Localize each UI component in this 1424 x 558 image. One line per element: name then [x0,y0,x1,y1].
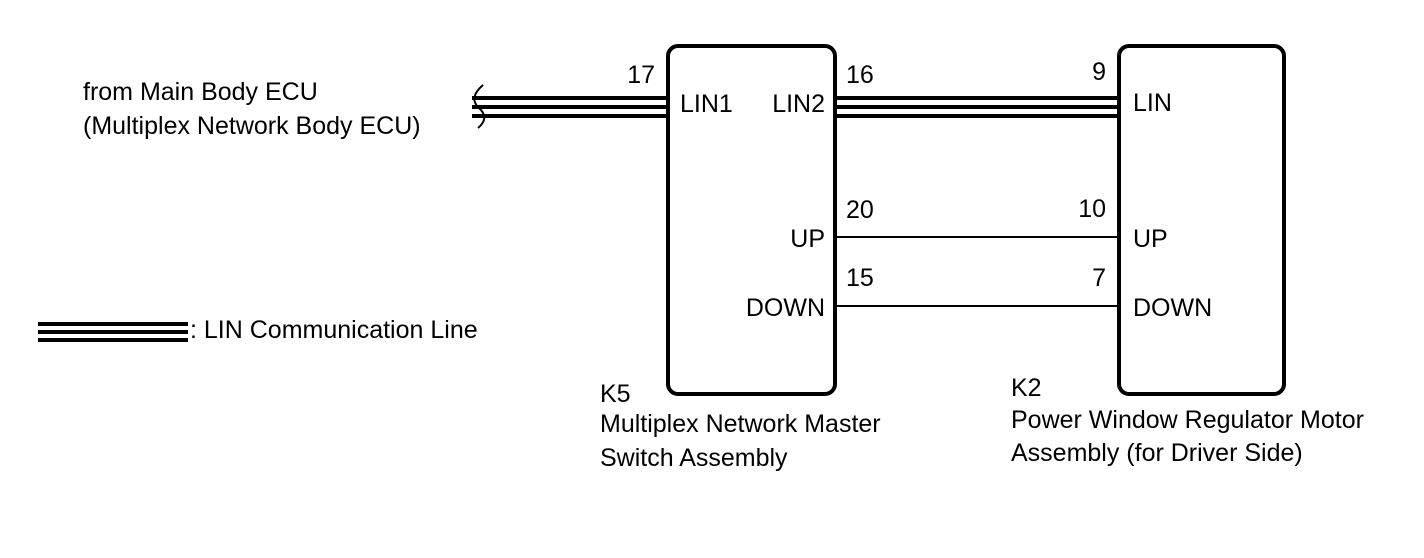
k2-pin-label-up: UP [1133,225,1168,253]
k2-code: K2 [1011,374,1042,402]
k5-component-box [666,44,837,396]
k5-code: K5 [600,380,631,408]
legend-lin-line-symbol [38,322,188,342]
k5-pin-label-lin1: LIN1 [680,90,733,118]
k5-pin-label-down: DOWN [746,294,825,322]
k2-pin-number-up: 10 [1078,195,1106,223]
lin-bus-k5-to-k2 [836,96,1119,118]
k2-component-box [1117,44,1286,396]
k5-pin-number-lin2: 16 [846,61,874,89]
k2-name-line2: Assembly (for Driver Side) [1011,439,1303,467]
lin-bus-source-to-k5 [472,96,668,118]
k2-pin-label-lin: LIN [1133,89,1172,117]
k2-name-line1: Power Window Regulator Motor [1011,406,1364,434]
k5-pin-label-lin2: LIN2 [772,90,825,118]
source-label-line2: (Multiplex Network Body ECU) [83,112,421,140]
k5-pin-number-lin1: 17 [627,61,655,89]
legend-label: : LIN Communication Line [190,316,478,344]
k5-pin-number-up: 20 [846,196,874,224]
k2-pin-label-down: DOWN [1133,294,1212,322]
k5-name-line1: Multiplex Network Master [600,410,881,438]
k5-pin-number-down: 15 [846,264,874,292]
k5-name-line2: Switch Assembly [600,444,788,472]
k5-pin-label-up: UP [790,225,825,253]
source-label-line1: from Main Body ECU [83,78,318,106]
k2-pin-number-down: 7 [1092,264,1106,292]
k2-pin-number-lin: 9 [1092,58,1106,86]
